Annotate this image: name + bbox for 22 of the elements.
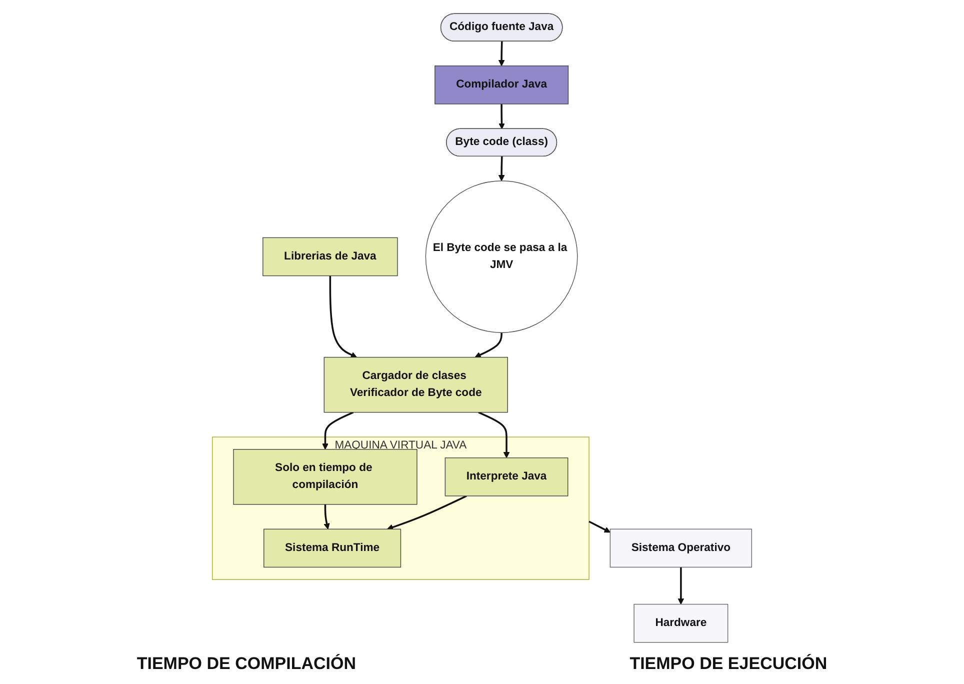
section-label: TIEMPO DE COMPILACIÓN: [136, 654, 356, 674]
arrow: [678, 567, 684, 605]
arrow: [498, 104, 505, 130]
arrow: [478, 412, 510, 458]
node-box: Librerias de Java: [262, 237, 398, 276]
arrow: [588, 520, 610, 533]
node-box: Compilador Java: [434, 66, 569, 104]
section-label: TIEMPO DE EJECUCIÓN: [630, 654, 828, 674]
node-box: Cargador de clases Verificador de Byte code: [324, 356, 508, 413]
node-box: Sistema Operativo: [610, 528, 752, 568]
node-box: Solo en tiempo de compilación: [233, 449, 418, 505]
node-box: Interprete Java: [444, 457, 568, 496]
node-box: Sistema RunTime: [264, 528, 402, 568]
arrow: [498, 156, 505, 182]
arrow: [322, 412, 354, 450]
arrow: [498, 42, 505, 66]
node-box: Hardware: [634, 604, 728, 643]
node-circle: El Byte code se pasa a la JMV: [425, 180, 578, 333]
arrow: [324, 504, 330, 530]
arrow: [387, 495, 467, 530]
arrow: [329, 276, 357, 358]
arrow: [474, 332, 502, 358]
